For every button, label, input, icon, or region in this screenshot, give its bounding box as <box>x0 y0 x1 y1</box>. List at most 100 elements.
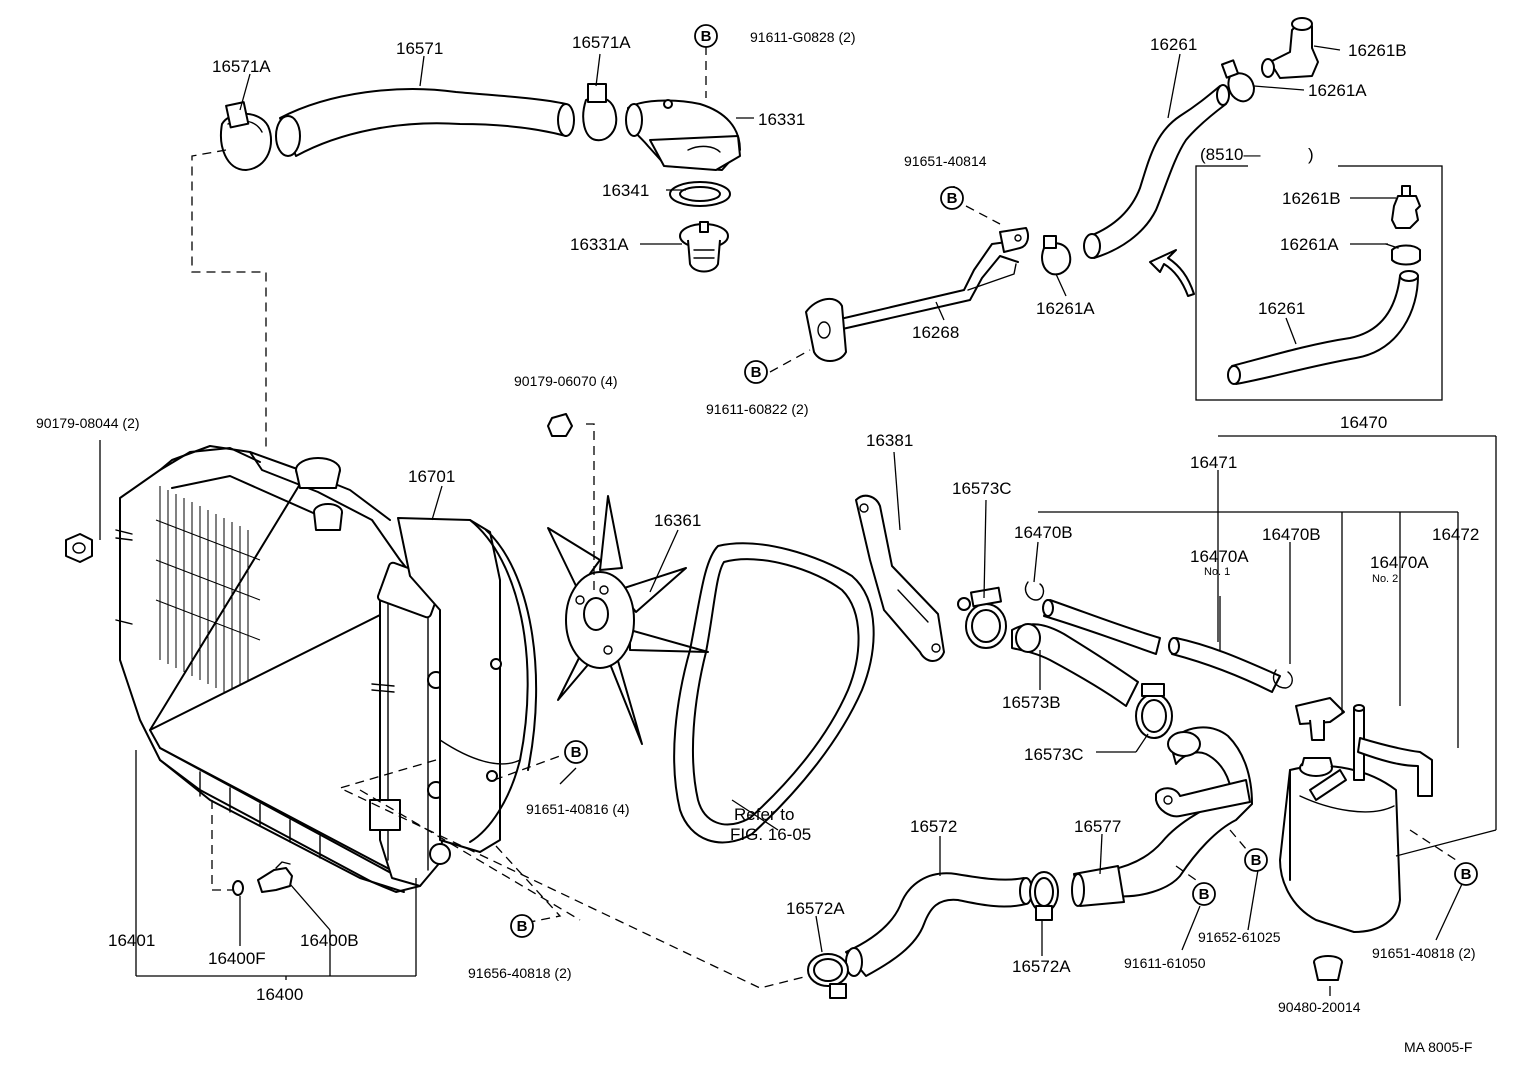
clip-16470b-left <box>1024 581 1045 601</box>
label-90179-08044: 90179-08044 (2) <box>36 415 140 431</box>
label-16572: 16572 <box>910 817 957 836</box>
label-91651-40816: 91651-40816 (4) <box>526 801 630 817</box>
inset-reference-arrow-icon <box>1149 249 1195 297</box>
label-16400: 16400 <box>256 985 303 1004</box>
svg-text:B: B <box>751 364 762 381</box>
label-91611-61050: 91611-61050 <box>1124 955 1206 971</box>
hose-clamp-16572a-left <box>807 953 849 999</box>
water-inlet-pipe-16577 <box>1071 726 1253 907</box>
bracket-16381 <box>855 494 945 662</box>
label-16261b-top: 16261B <box>1348 41 1407 60</box>
leader-lines <box>99 45 1497 996</box>
nut-90179-08044 <box>65 533 93 563</box>
label-16470: 16470 <box>1340 413 1387 432</box>
label-16571a-mid: 16571A <box>572 33 631 52</box>
label-16571a-left: 16571A <box>212 57 271 76</box>
label-91611-60822: 91611-60822 (2) <box>706 401 808 417</box>
label-16261a-top: 16261A <box>1308 81 1367 100</box>
label-16572a-left: 16572A <box>786 899 845 918</box>
label-16577: 16577 <box>1074 817 1121 836</box>
label-16261b-inset: 16261B <box>1282 189 1341 208</box>
hose-clamp-16571a-left <box>220 101 272 171</box>
gasket-16341 <box>669 181 731 207</box>
label-16361: 16361 <box>654 511 701 530</box>
svg-text:B: B <box>1251 852 1262 869</box>
label-91652-61025: 91652-61025 <box>1198 929 1281 945</box>
drain-cock-16400b <box>257 861 293 893</box>
svg-text:B: B <box>947 190 958 207</box>
label-16381: 16381 <box>866 431 913 450</box>
water-outlet-16331 <box>625 99 741 171</box>
label-16268: 16268 <box>912 323 959 342</box>
label-16573c-bottom: 16573C <box>1024 745 1084 764</box>
bolt-symbols: B B B B B B B B <box>510 24 1478 938</box>
v-belt <box>673 542 875 844</box>
svg-text:B: B <box>701 28 712 45</box>
label-16470a-no1-sub: No. 1 <box>1204 566 1230 578</box>
clamp-16261a-top <box>1220 59 1255 103</box>
label-16470a-no1: 16470A <box>1190 547 1249 566</box>
label-16470b-left: 16470B <box>1014 523 1073 542</box>
drawing-code: MA 8005-F <box>1404 1039 1472 1055</box>
label-91656-40818: 91656-40818 (2) <box>468 965 572 981</box>
label-fig-16-05: FIG. 16-05 <box>730 825 811 844</box>
water-bypass-pipe-16268 <box>805 227 1029 362</box>
svg-text:B: B <box>1199 886 1210 903</box>
fan-nut-90179-06070 <box>547 413 573 437</box>
label-refer-to: Refer to <box>734 805 794 824</box>
hose-clamp-16573c-top <box>957 586 1007 649</box>
label-16401: 16401 <box>108 931 155 950</box>
label-16572a-right: 16572A <box>1012 957 1071 976</box>
label-16261a-mid: 16261A <box>1036 299 1095 318</box>
label-16571: 16571 <box>396 39 443 58</box>
label-90480-20014: 90480-20014 <box>1278 999 1361 1015</box>
upper-radiator-hose <box>275 88 575 157</box>
thermostat-16331a <box>679 221 729 273</box>
bolt-symbol-icon: B <box>564 740 588 764</box>
hose-16470a-no1 <box>1168 637 1281 693</box>
label-16470a-no2-sub: No. 2 <box>1372 573 1398 585</box>
label-8510: (8510— <box>1200 145 1260 164</box>
radiator-core-fins <box>155 486 261 704</box>
label-91651-40818: 91651-40818 (2) <box>1372 945 1476 961</box>
svg-text:B: B <box>517 918 528 935</box>
reserve-tank <box>1279 697 1433 933</box>
cooling-fan <box>547 495 709 745</box>
part-labels: 16571A 16571 16571A 91611-G0828 (2) 1633… <box>36 29 1479 1055</box>
label-90179-06070: 90179-06070 (4) <box>514 373 618 389</box>
clip-16470b-right <box>1272 669 1293 689</box>
label-16400f: 16400F <box>208 949 266 968</box>
hose-joint-16261b-top <box>1261 17 1319 79</box>
hose-clamp-16573c-bottom <box>1135 683 1173 739</box>
label-8510-close: ) <box>1308 145 1314 164</box>
hose-clamp-16571a-mid <box>582 83 618 142</box>
bolt-symbol-icon: B <box>1244 848 1268 872</box>
hose-16573b <box>1011 623 1139 707</box>
label-16701: 16701 <box>408 467 455 486</box>
bolt-symbol-icon: B <box>940 186 964 210</box>
label-91611-g0828: 91611-G0828 (2) <box>750 29 856 45</box>
label-16400b: 16400B <box>300 931 359 950</box>
label-16261a-inset: 16261A <box>1280 235 1339 254</box>
inset-box-8510 <box>1195 156 1443 401</box>
label-16331a: 16331A <box>570 235 629 254</box>
radiator-assembly <box>115 445 451 893</box>
label-16261-inset: 16261 <box>1258 299 1305 318</box>
label-16573c-top: 16573C <box>952 479 1012 498</box>
bolt-symbol-icon: B <box>1454 862 1478 886</box>
lower-radiator-hose-16572 <box>845 872 1033 977</box>
hose-16261 <box>1083 84 1230 259</box>
label-16331: 16331 <box>758 110 805 129</box>
svg-text:B: B <box>571 744 582 761</box>
label-16573b: 16573B <box>1002 693 1061 712</box>
label-16341: 16341 <box>602 181 649 200</box>
label-16470a-no2: 16470A <box>1370 553 1429 572</box>
bolt-symbol-icon: B <box>744 360 768 384</box>
gasket-16400f <box>232 880 244 896</box>
label-16472: 16472 <box>1432 525 1479 544</box>
hose-clamp-16572a-right <box>1029 871 1059 921</box>
clamp-16261a-mid <box>1041 235 1072 276</box>
svg-text:B: B <box>1461 866 1472 883</box>
bolt-symbol-icon: B <box>1192 882 1216 906</box>
